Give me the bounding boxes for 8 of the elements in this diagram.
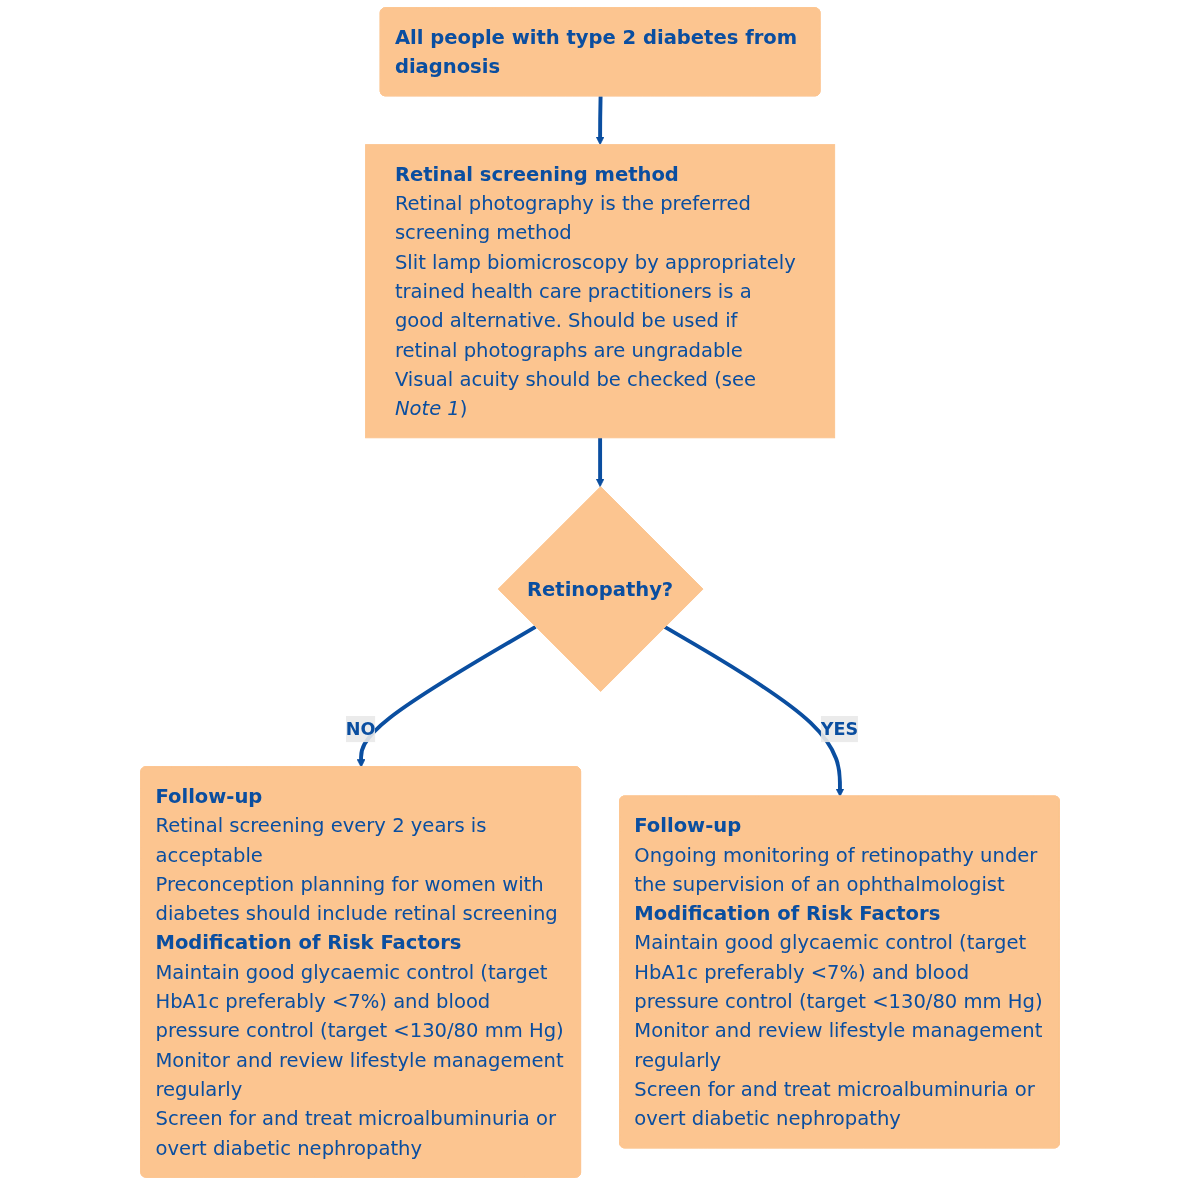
arrow xyxy=(664,625,845,797)
edge-label: YES xyxy=(821,718,859,740)
arrow xyxy=(596,437,605,488)
edge-label: NO xyxy=(346,718,376,740)
arrow xyxy=(596,96,605,146)
arrow xyxy=(357,625,537,768)
node-box: Retinal screening method Retinal photography is the preferred screening method Slit lamp biomicroscopy by appropriately trained health care practitioners is a good alternative. Should be used if retinal photographs are ungradable Visual acuity should be checked (see Note 1) xyxy=(365,144,836,439)
node-diamond: Retinopathy? xyxy=(498,486,704,692)
